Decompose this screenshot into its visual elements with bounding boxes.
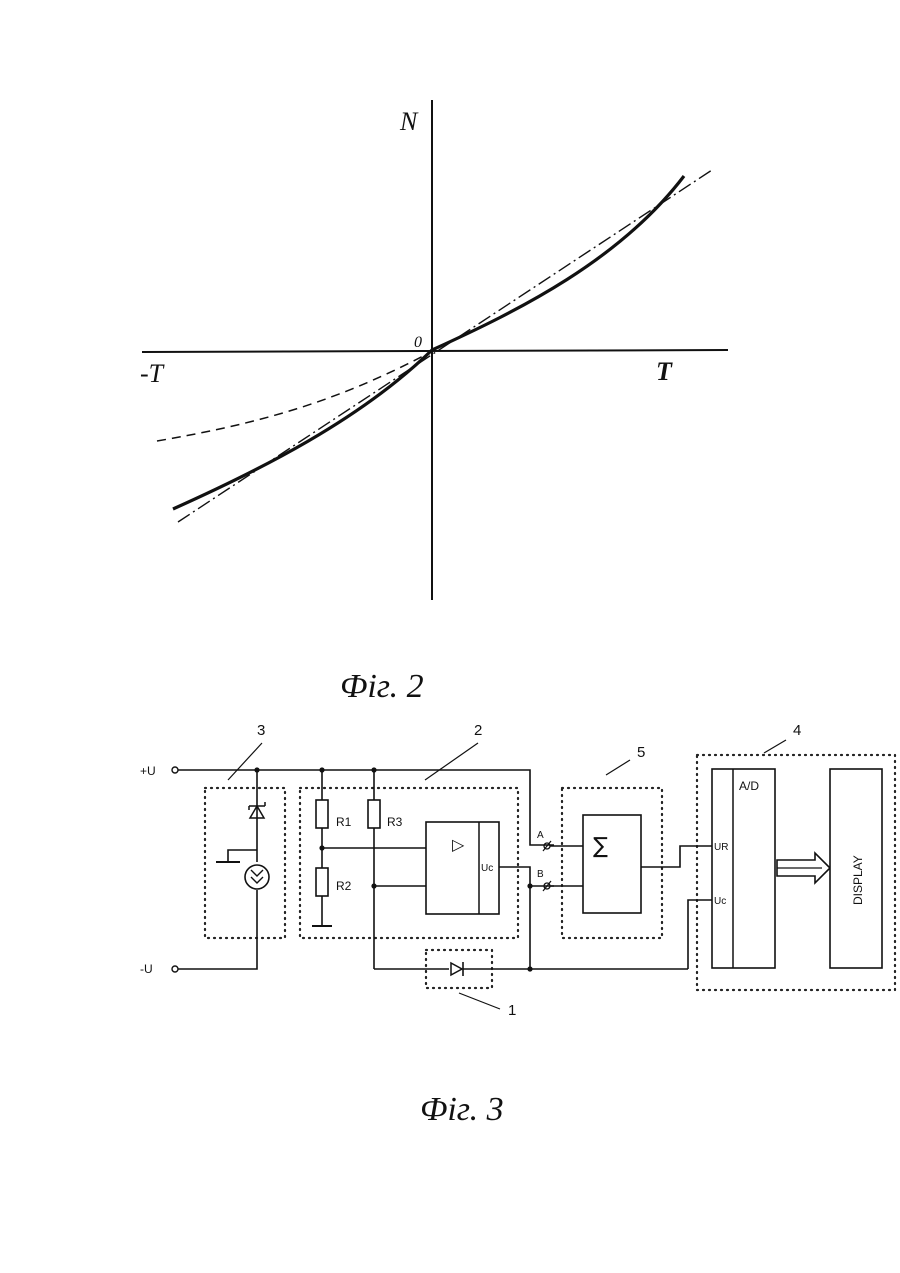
- minus-u-terminal: [172, 966, 178, 972]
- resistor-r2-label: R2: [336, 879, 352, 893]
- resistor-r1: [316, 800, 328, 828]
- display-block: DISPLAY: [830, 769, 882, 968]
- figure-3-caption: Фіг. 3: [420, 1091, 504, 1128]
- block-5-number: 5: [637, 744, 645, 761]
- resistor-r3: [368, 800, 380, 828]
- summator-block: ∑: [583, 815, 641, 913]
- block-3-number: 3: [257, 722, 265, 739]
- block-1-number: 1: [508, 1002, 516, 1019]
- resistor-r2: [316, 868, 328, 896]
- terminal-a-label: A: [537, 830, 544, 841]
- summator-output-wire: [641, 846, 712, 867]
- figure-2-caption: Фіг. 2: [340, 668, 424, 705]
- origin-label: 0: [414, 334, 422, 351]
- adc-input-ur-label: UR: [714, 842, 728, 853]
- x-axis-pos-label: T: [656, 357, 673, 386]
- figure-3-circuit: 3 2 5 4 1 +U -U: [140, 722, 895, 1128]
- terminal-b-label: B: [537, 869, 544, 880]
- x-axis-neg-label: -T: [140, 359, 165, 388]
- y-axis-label: N: [399, 107, 419, 136]
- minus-u-terminal-label: -U: [140, 962, 153, 976]
- uc-input-wire: [688, 900, 712, 969]
- adc-input-uc-label: Uc: [714, 896, 726, 907]
- adc-label: A/D: [739, 779, 759, 793]
- solid-characteristic-curve: [173, 176, 684, 509]
- sum-icon: ∑: [593, 834, 608, 859]
- amplifier-block: ▷ Uc: [426, 822, 499, 914]
- display-label: DISPLAY: [851, 855, 865, 905]
- sensor-output-label: Uc: [481, 863, 493, 874]
- terminal-a-icon: [543, 841, 551, 851]
- resistor-r3-label: R3: [387, 815, 403, 829]
- data-bus-arrow-icon: [777, 853, 830, 883]
- diode-icon: [451, 962, 463, 976]
- resistor-r1-label: R1: [336, 815, 352, 829]
- block-2-number: 2: [474, 722, 482, 739]
- block-4-number: 4: [793, 722, 801, 739]
- terminal-b-icon: [543, 881, 551, 891]
- dashed-characteristic-curve: [157, 355, 425, 441]
- figure-2-graph: N 0 T -T Фіг. 2: [140, 100, 728, 705]
- plus-u-terminal-label: +U: [140, 764, 156, 778]
- amplifier-icon: ▷: [452, 835, 465, 854]
- plus-u-terminal: [172, 767, 178, 773]
- current-source-icon: [245, 865, 269, 889]
- minus-rail-wire: [178, 890, 257, 969]
- adc-block: A/D UR Uc: [712, 769, 775, 968]
